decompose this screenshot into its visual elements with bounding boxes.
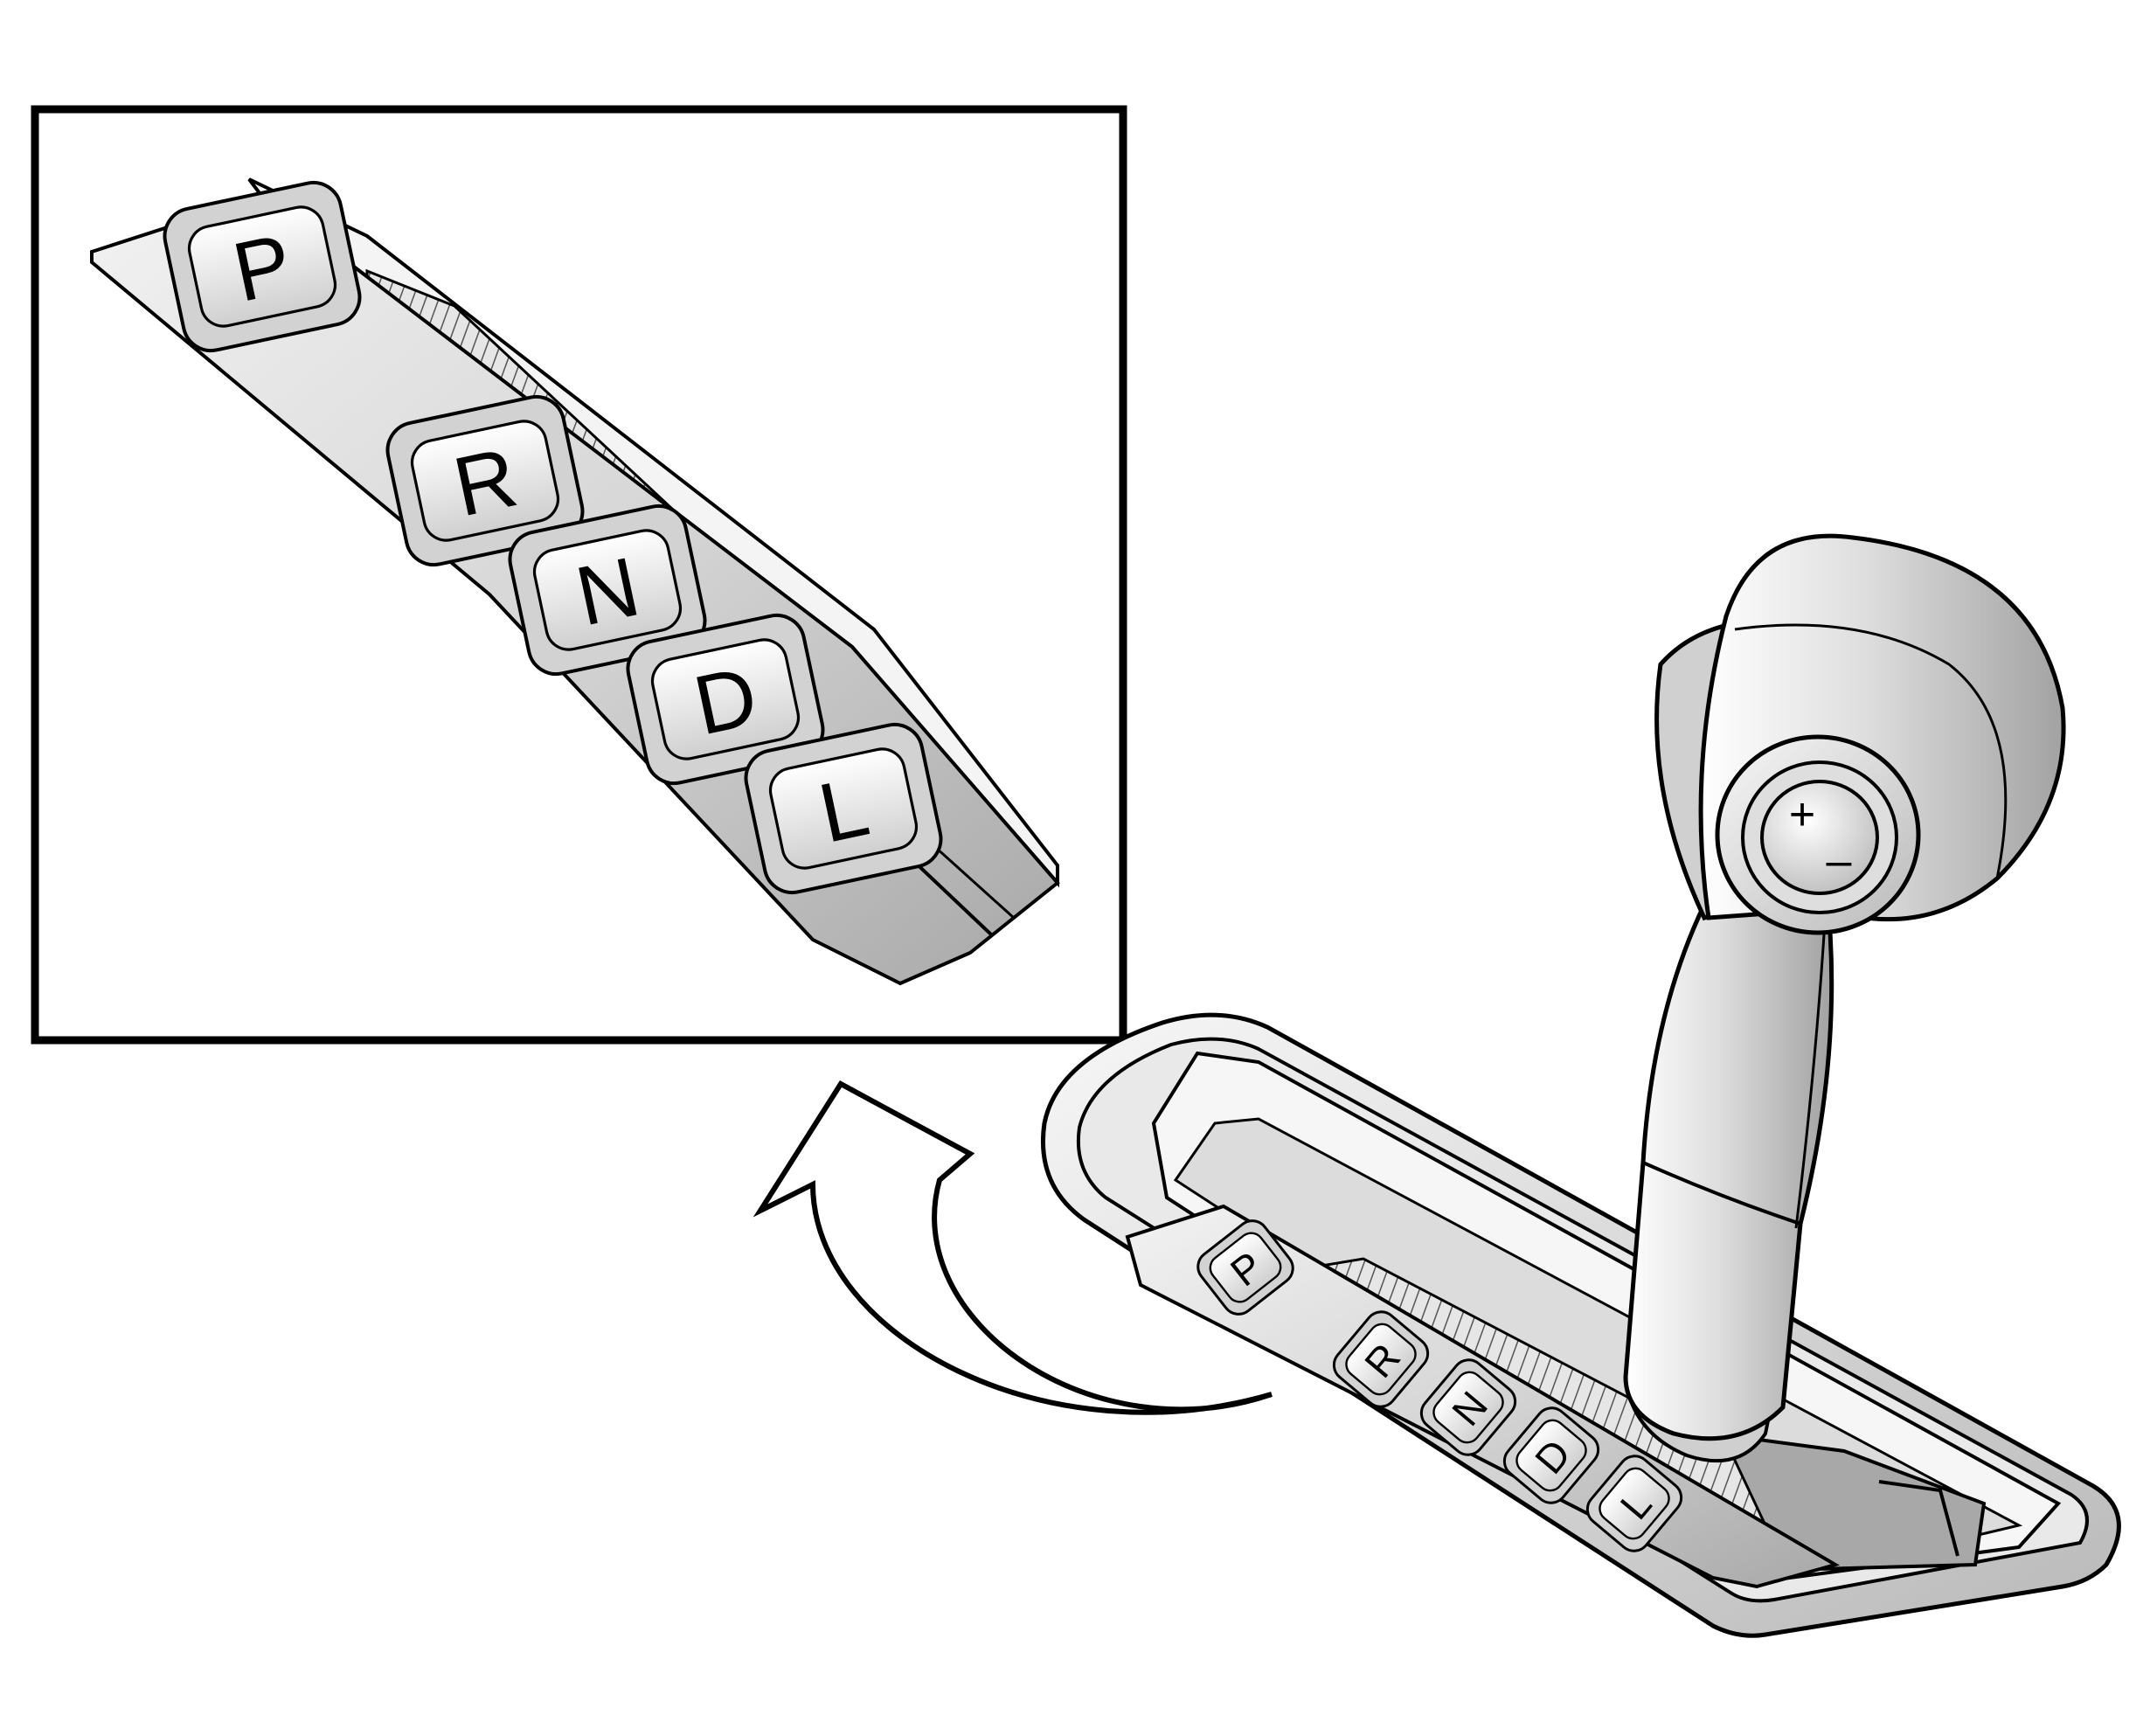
lever-shaft-band: [1642, 1161, 1801, 1226]
inset-strip-groove: [907, 855, 994, 937]
inset-key-n: N: [508, 503, 707, 677]
inset-strip-groove-2: [925, 837, 1016, 920]
inset-key-d: D: [626, 613, 825, 786]
knob-button[interactable]: [1760, 780, 1879, 895]
console-key-p: P: [1196, 1219, 1294, 1316]
inset-key-r: R: [385, 394, 585, 567]
inset-key-n-face: [532, 529, 683, 651]
console-key-n-face: [1432, 1371, 1504, 1444]
inset-key-r-face: [410, 420, 560, 542]
inset-key-l: L: [744, 722, 943, 895]
shift-lever: + –: [1623, 533, 2066, 1463]
console-key-l-face: [1599, 1467, 1670, 1540]
console-key-p-face: [1209, 1232, 1282, 1303]
inset-key-p: P: [163, 180, 362, 353]
curved-arrow: [752, 1080, 1273, 1415]
console-key-r-face: [1345, 1323, 1417, 1396]
console-key-n: N: [1419, 1358, 1517, 1456]
shifter-console: [1040, 1012, 2121, 1638]
lever-shaft: [1623, 889, 1834, 1441]
console-key-d-face: [1515, 1419, 1587, 1492]
console-key-r: R: [1332, 1310, 1430, 1408]
console-key-l: L: [1585, 1455, 1683, 1552]
console-key-d: D: [1502, 1406, 1600, 1504]
lever-head-seam: [1734, 623, 2008, 879]
inset-key-p-face: [187, 205, 337, 328]
knob-minus-label: –: [1827, 836, 1852, 886]
knob-plus-label: +: [1789, 789, 1815, 840]
console-slot-divider: [1878, 1480, 1959, 1557]
inset-key-l-face: [768, 747, 919, 870]
inset-key-d-face: [650, 638, 801, 760]
